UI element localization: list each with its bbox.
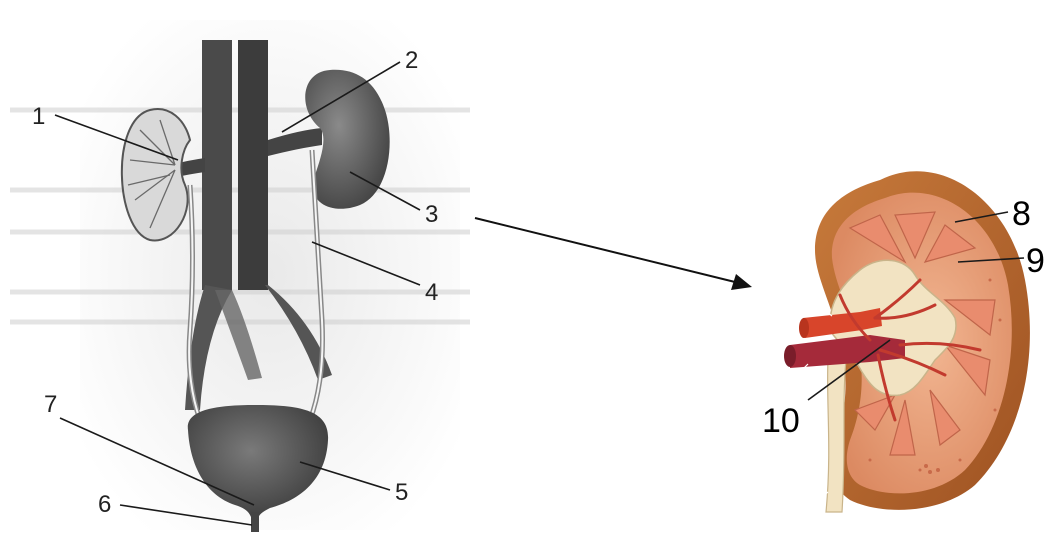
renal-pyramids [848, 211, 996, 456]
label-3: 3 [425, 201, 438, 228]
urinary-system-illustration: 1 2 3 4 5 6 7 [10, 20, 470, 532]
segmental-vessels [838, 278, 982, 422]
renal-artery [803, 308, 882, 338]
leader-lines-left [54, 61, 421, 526]
label-1: 1 [32, 103, 45, 130]
kidney-cross-section: 8 9 10 [762, 171, 1045, 513]
label-9: 9 [1026, 242, 1045, 280]
label-2: 2 [405, 47, 418, 74]
great-vessels [170, 40, 332, 410]
renal-vein [790, 335, 905, 368]
label-7: 7 [44, 391, 57, 418]
cortex-texture [868, 278, 1002, 474]
pointer-arrow [474, 217, 752, 290]
label-4: 4 [425, 279, 438, 306]
label-6: 6 [98, 491, 111, 518]
label-box-7 [18, 390, 66, 430]
label-5: 5 [395, 479, 408, 506]
label-10: 10 [762, 402, 800, 440]
ureter [825, 359, 847, 513]
leader-lines-right [793, 211, 1025, 506]
left-kidney-sectioned [120, 108, 192, 242]
urethra [251, 512, 259, 532]
label-8: 8 [1012, 195, 1031, 233]
right-kidney [305, 69, 390, 209]
